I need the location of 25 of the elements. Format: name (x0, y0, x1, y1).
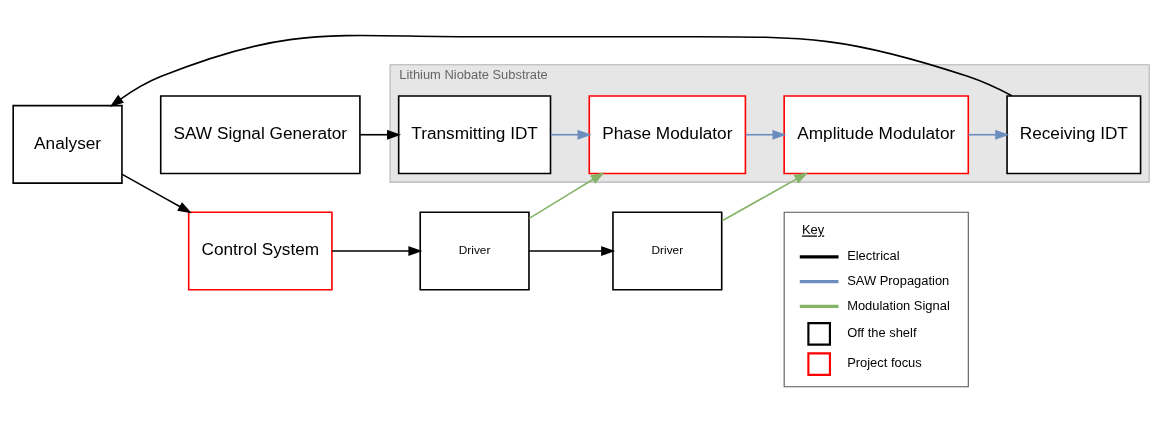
arrow (331, 245, 423, 256)
node-box: Receiving IDT (1006, 94, 1142, 174)
legend-label: SAW Propagation (847, 272, 950, 288)
legend-label: Modulation Signal (847, 297, 950, 313)
legend-label: Project focus (847, 354, 922, 370)
arrow (359, 129, 402, 140)
legend-label: Electrical (847, 247, 900, 263)
node-box: Transmitting IDT (397, 94, 552, 174)
node-box: SAW Signal Generator (159, 94, 361, 174)
arrow (528, 171, 605, 219)
node-box: Driver (419, 210, 530, 291)
arrow (121, 173, 192, 213)
legend-label: Off the shelf (847, 324, 917, 340)
arrow (528, 245, 616, 256)
arrow (967, 129, 1010, 140)
arrow (109, 34, 1013, 107)
arrow (744, 129, 787, 140)
arrow (721, 171, 809, 222)
node-box: Phase Modulator (588, 94, 747, 174)
arrow (549, 129, 592, 140)
node-box: Analyser (12, 104, 123, 184)
node-box: Amplitude Modulator (783, 94, 970, 174)
node-box: Driver (612, 210, 723, 291)
label: Key (801, 221, 825, 237)
node-box: Control System (187, 210, 333, 291)
